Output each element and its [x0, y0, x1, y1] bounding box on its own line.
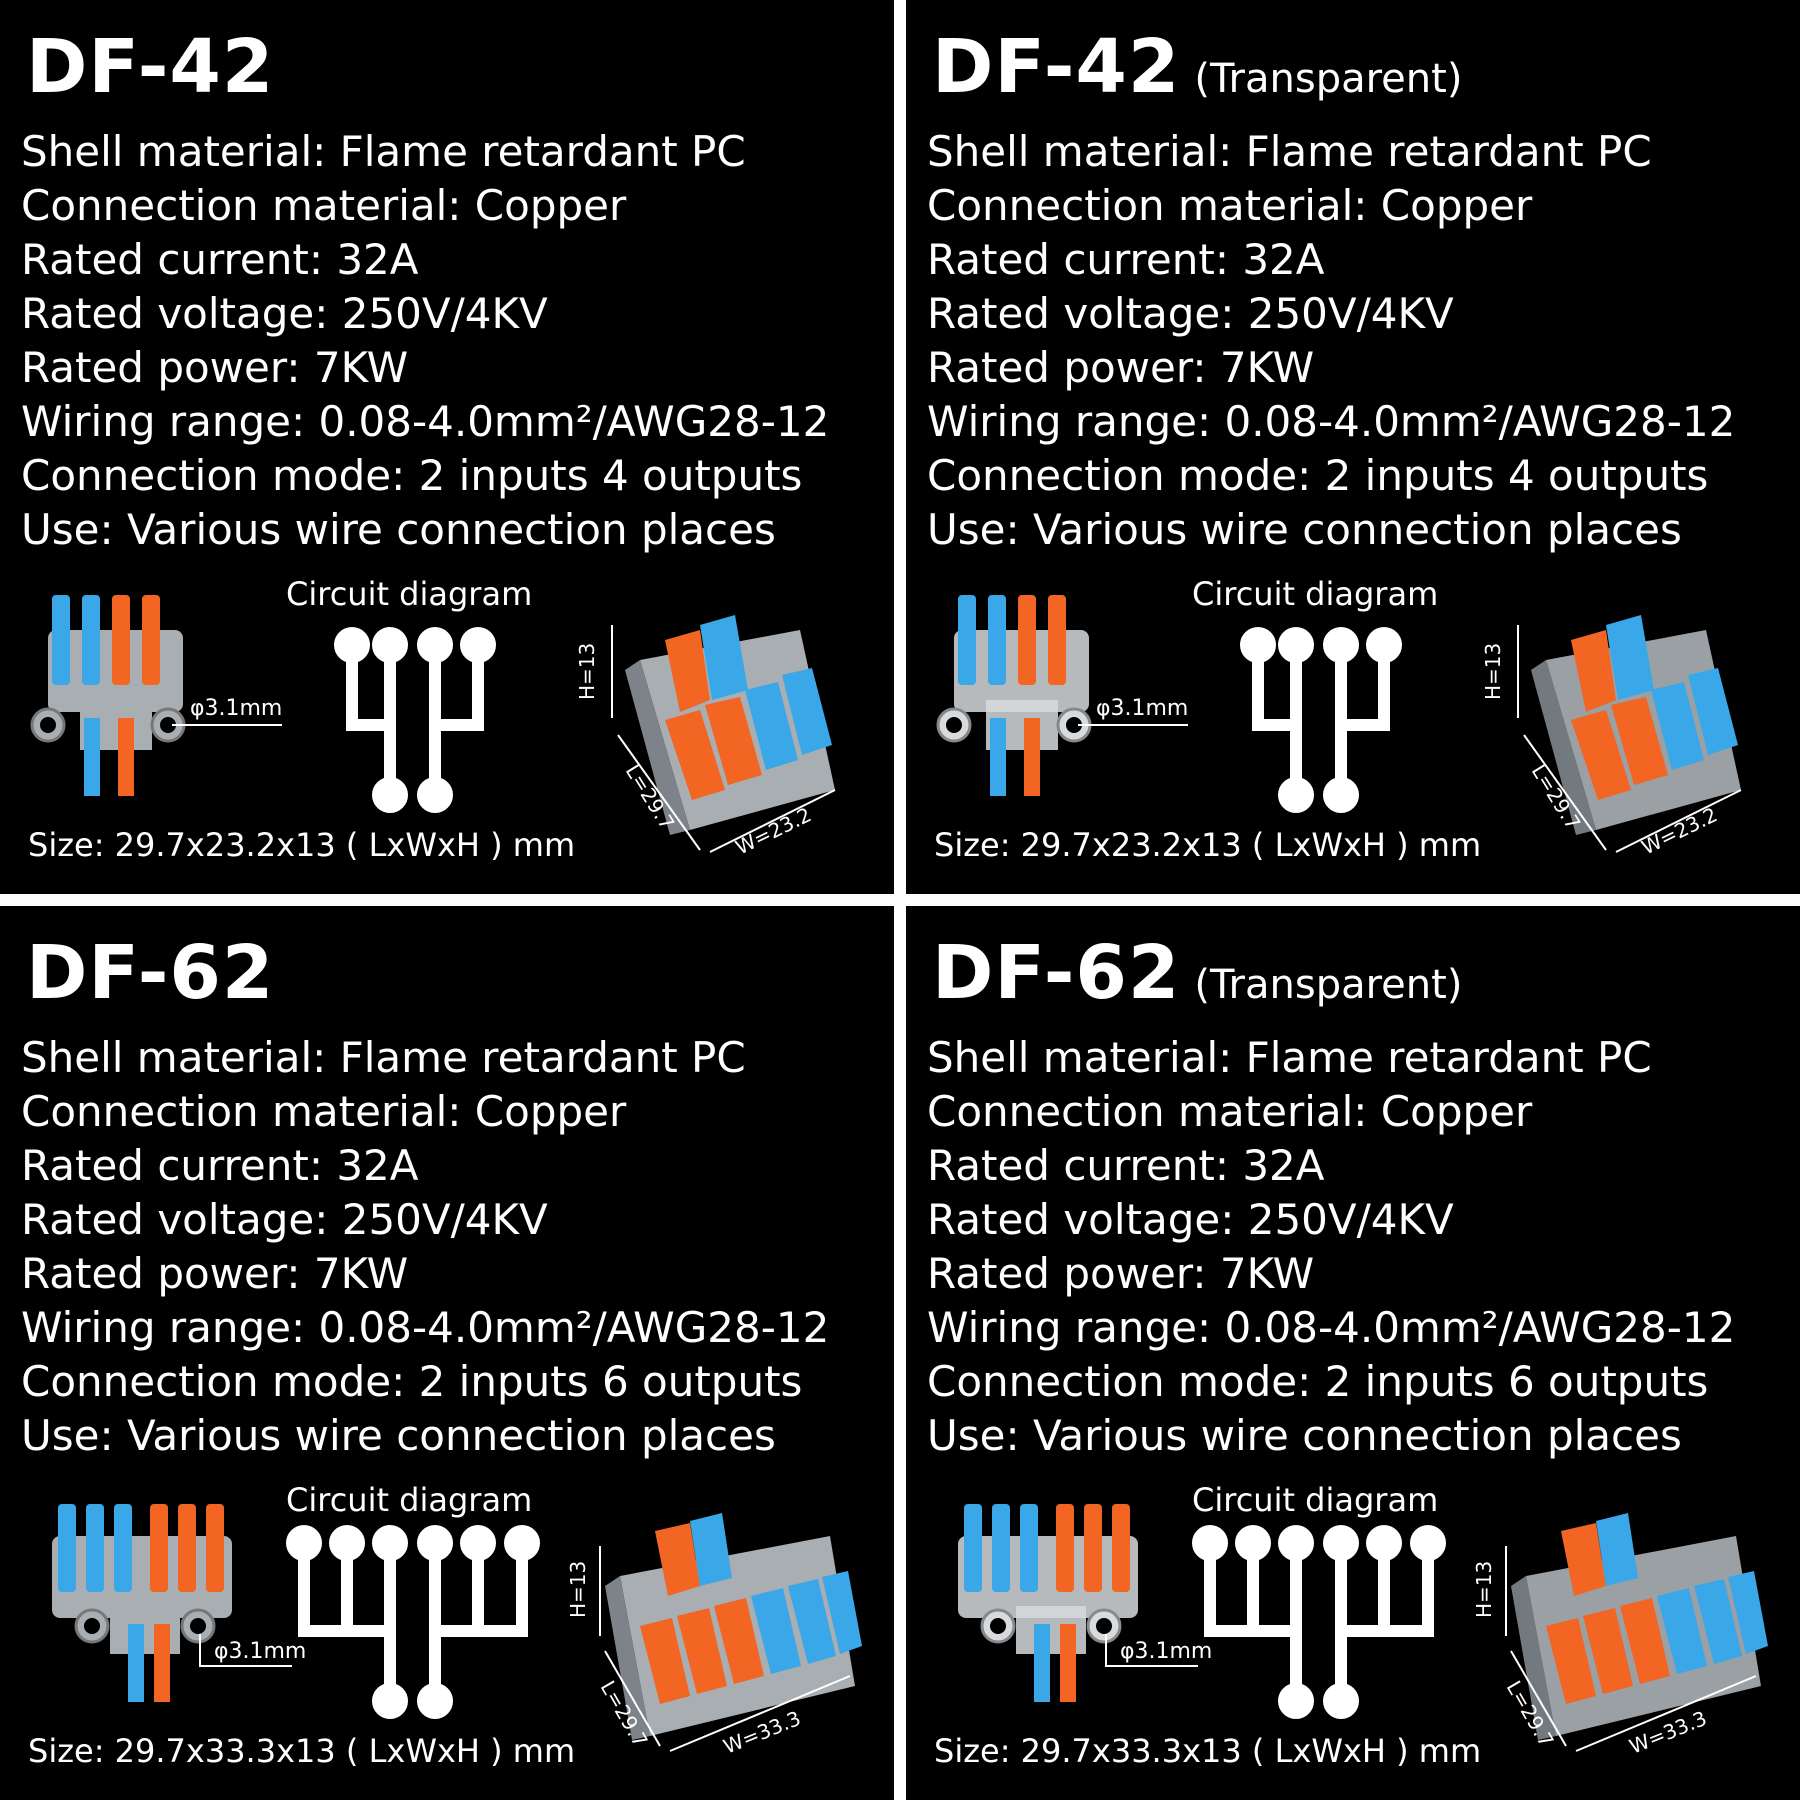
spec-rated-voltage: Rated voltage: 250V/4KV	[927, 1195, 1454, 1244]
spec-wiring-range: Wiring range: 0.08-4.0mm²/AWG28-12	[927, 1303, 1736, 1352]
circuit-diagram-label: Circuit diagram	[1192, 575, 1439, 613]
spec-connection-mode: Connection mode: 2 inputs 6 outputs	[927, 1357, 1709, 1406]
spec-rated-voltage: Rated voltage: 250V/4KV	[21, 1195, 548, 1244]
spec-list: Shell material: Flame retardant PC Conne…	[927, 125, 1735, 557]
spec-shell-material: Shell material: Flame retardant PC	[927, 1033, 1652, 1082]
connector-3d-view	[1531, 615, 1741, 835]
size-spec: Size: 29.7x33.3x13 ( LxWxH ) mm	[934, 1732, 1482, 1770]
dimension-lines	[1517, 625, 1742, 853]
hole-leader-line	[1105, 1634, 1198, 1667]
spec-rated-current: Rated current: 32A	[21, 235, 419, 284]
spec-rated-current: Rated current: 32A	[927, 235, 1325, 284]
hole-leader-line	[199, 1634, 292, 1667]
panel-df42-transparent: DF-42 (Transparent) Shell material: Flame…	[906, 0, 1800, 894]
model-variant: (Transparent)	[1194, 56, 1463, 102]
connector-top-view	[936, 595, 1092, 796]
circuit-diagram	[1240, 627, 1402, 813]
spec-wiring-range: Wiring range: 0.08-4.0mm²/AWG28-12	[927, 397, 1736, 446]
spec-wiring-range: Wiring range: 0.08-4.0mm²/AWG28-12	[21, 1303, 830, 1352]
spec-rated-power: Rated power: 7KW	[927, 343, 1315, 392]
spec-connection-mode: Connection mode: 2 inputs 6 outputs	[21, 1357, 803, 1406]
height-label: H=13	[1481, 643, 1505, 700]
spec-connection-material: Connection material: Copper	[927, 181, 1533, 230]
spec-connection-mode: Connection mode: 2 inputs 4 outputs	[927, 451, 1709, 500]
panel-df42: DF-42 Shell material: Flame retardant PC…	[0, 0, 894, 894]
model-name: DF-42	[26, 24, 275, 110]
connector-artwork: φ3.1mm	[30, 595, 836, 859]
spec-connection-material: Connection material: Copper	[21, 1087, 627, 1136]
connector-top-view	[958, 1504, 1138, 1702]
connector-3d-view	[1511, 1513, 1768, 1740]
model-name: DF-42	[932, 24, 1181, 110]
hole-diameter-label: φ3.1mm	[1120, 1639, 1212, 1664]
panel-title: DF-42 (Transparent)	[932, 24, 1462, 110]
spec-rated-power: Rated power: 7KW	[21, 343, 409, 392]
spec-list: Shell material: Flame retardant PC Conne…	[927, 1031, 1735, 1463]
size-spec: Size: 29.7x23.2x13 ( LxWxH ) mm	[934, 826, 1482, 864]
hole-diameter-label: φ3.1mm	[1096, 696, 1188, 721]
spec-rated-power: Rated power: 7KW	[21, 1249, 409, 1298]
connector-3d-view	[625, 615, 835, 835]
circuit-diagram	[286, 1525, 540, 1719]
spec-rated-voltage: Rated voltage: 250V/4KV	[21, 289, 548, 338]
circuit-diagram	[334, 627, 496, 813]
spec-use: Use: Various wire connection places	[927, 1411, 1682, 1460]
circuit-diagram	[1192, 1525, 1446, 1719]
model-variant: (Transparent)	[1194, 962, 1463, 1008]
spec-rated-voltage: Rated voltage: 250V/4KV	[927, 289, 1454, 338]
spec-shell-material: Shell material: Flame retardant PC	[927, 127, 1652, 176]
spec-rated-current: Rated current: 32A	[927, 1141, 1325, 1190]
spec-list: Shell material: Flame retardant PC Conne…	[21, 1031, 829, 1463]
dimension-lines	[611, 625, 836, 853]
panel-df62-transparent: DF-62 (Transparent) Shell material: Flame…	[906, 906, 1800, 1800]
dimension-lines	[1505, 1546, 1757, 1752]
spec-rated-power: Rated power: 7KW	[927, 1249, 1315, 1298]
spec-connection-material: Connection material: Copper	[927, 1087, 1533, 1136]
panel-title: DF-62	[26, 930, 288, 1016]
height-label: H=13	[1472, 1561, 1496, 1618]
height-label: H=13	[575, 643, 599, 700]
spec-shell-material: Shell material: Flame retardant PC	[21, 1033, 746, 1082]
spec-wiring-range: Wiring range: 0.08-4.0mm²/AWG28-12	[21, 397, 830, 446]
spec-rated-current: Rated current: 32A	[21, 1141, 419, 1190]
model-name: DF-62	[932, 930, 1181, 1016]
connector-artwork: φ3.1mm	[936, 595, 1742, 859]
spec-connection-mode: Connection mode: 2 inputs 4 outputs	[21, 451, 803, 500]
panel-df62: DF-62 Shell material: Flame retardant PC…	[0, 906, 894, 1800]
panel-title: DF-42	[26, 24, 288, 110]
size-spec: Size: 29.7x23.2x13 ( LxWxH ) mm	[28, 826, 576, 864]
connector-artwork: φ3.1mm	[958, 1504, 1768, 1759]
size-spec: Size: 29.7x33.3x13 ( LxWxH ) mm	[28, 1732, 576, 1770]
circuit-diagram-label: Circuit diagram	[1192, 1481, 1439, 1519]
spec-use: Use: Various wire connection places	[927, 505, 1682, 554]
spec-shell-material: Shell material: Flame retardant PC	[21, 127, 746, 176]
height-label: H=13	[566, 1561, 590, 1618]
spec-list: Shell material: Flame retardant PC Conne…	[21, 125, 829, 557]
spec-use: Use: Various wire connection places	[21, 505, 776, 554]
hole-diameter-label: φ3.1mm	[190, 696, 282, 721]
dimension-lines	[599, 1546, 851, 1752]
connector-3d-view	[605, 1513, 862, 1740]
hole-diameter-label: φ3.1mm	[214, 1639, 306, 1664]
model-name: DF-62	[26, 930, 275, 1016]
connector-artwork: φ3.1mm	[52, 1504, 862, 1759]
panel-title: DF-62 (Transparent)	[932, 930, 1462, 1016]
connector-top-view	[52, 1504, 232, 1702]
connector-top-view	[30, 595, 186, 796]
spec-connection-material: Connection material: Copper	[21, 181, 627, 230]
spec-use: Use: Various wire connection places	[21, 1411, 776, 1460]
circuit-diagram-label: Circuit diagram	[286, 575, 533, 613]
circuit-diagram-label: Circuit diagram	[286, 1481, 533, 1519]
